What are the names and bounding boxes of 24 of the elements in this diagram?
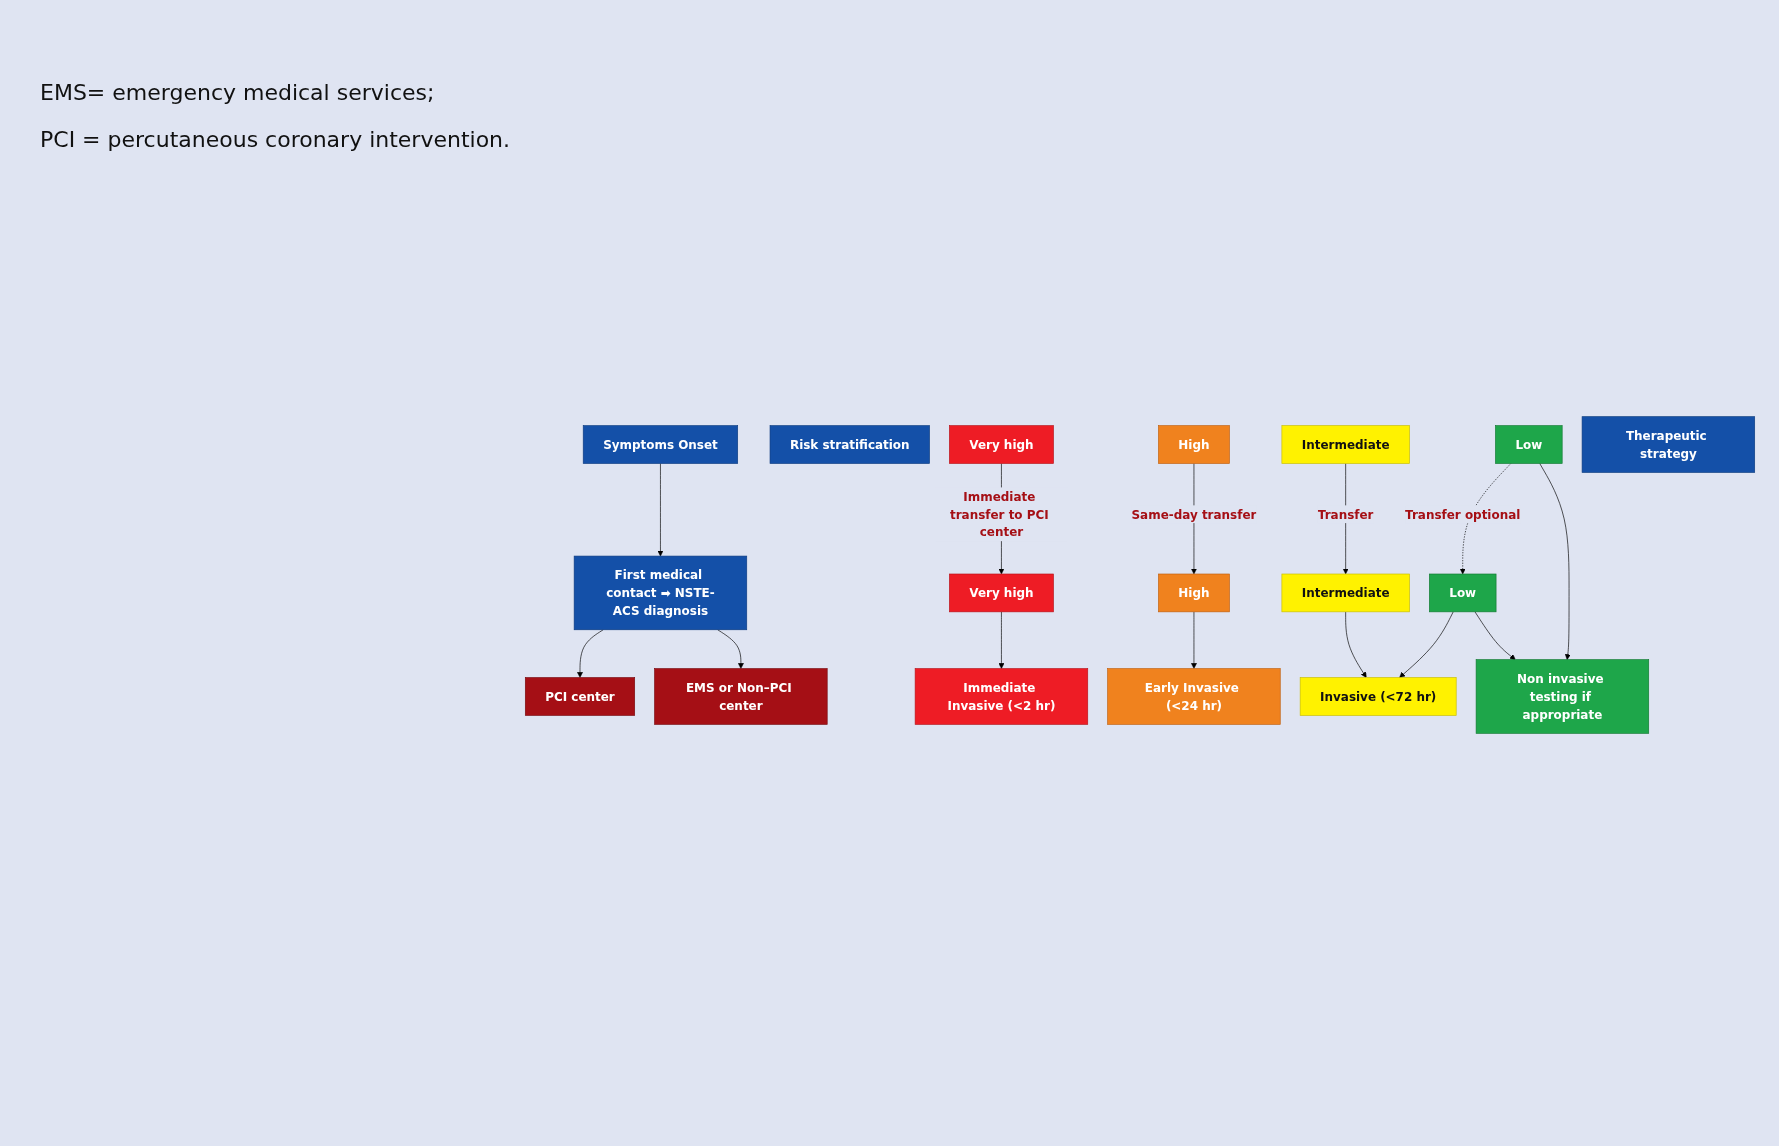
node-box: PCI center (524, 677, 635, 716)
node-box: Immediate Invasive (<2 hr) (914, 668, 1089, 725)
edge-label: Transfer optional (1405, 507, 1521, 522)
node-box: Early Invasive (<24 hr) (1107, 668, 1281, 725)
edge-label: Transfer (1317, 507, 1374, 522)
node-box: Therapeutic strategy (1581, 416, 1755, 473)
note-text: EMS= emergency medical services; (40, 80, 436, 105)
node-box: Low (1495, 425, 1563, 464)
edge-label: Immediate transfer to PCI center (950, 489, 1049, 540)
node-box: Non invasive testing if appropriate (1475, 659, 1650, 734)
node-box: EMS or Non–PCI center (654, 668, 828, 725)
note-text: PCI = percutaneous coronary intervention. (40, 127, 511, 152)
node-box: Invasive (<72 hr) (1299, 677, 1457, 716)
node-box: Intermediate (1281, 425, 1410, 464)
node-box: High (1158, 573, 1230, 613)
node-box: Intermediate (1281, 573, 1410, 613)
node-box: Symptoms Onset (582, 425, 738, 464)
node-box: Risk stratification (769, 425, 930, 464)
node-box: High (1158, 425, 1230, 464)
node-box: Very high (949, 425, 1054, 464)
node-box: First medical contact ➡ NSTE-ACS diagnosis (573, 555, 748, 631)
node-box: Very high (949, 573, 1054, 613)
edge-label: Same-day transfer (1131, 507, 1257, 522)
node-box: Low (1429, 573, 1497, 613)
